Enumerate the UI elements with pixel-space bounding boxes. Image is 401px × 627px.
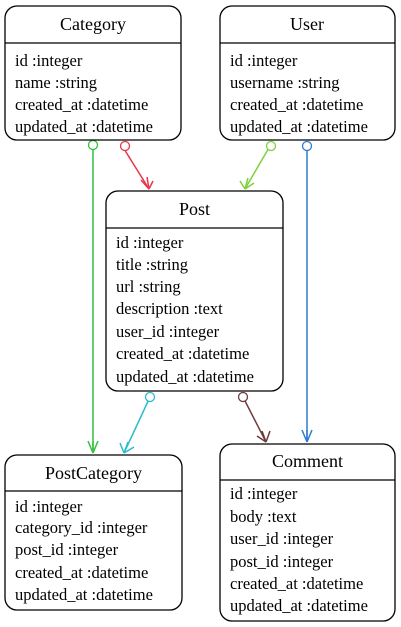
edge-category-post-line xyxy=(120,143,150,190)
entity-comment: Comment id :integer body :text user_id :… xyxy=(219,443,396,622)
entity-postcategory-attr: post_id :integer xyxy=(15,540,119,559)
entity-comment-attr: post_id :integer xyxy=(230,552,334,571)
entity-post-attr: created_at :datetime xyxy=(116,344,249,363)
entity-category: Category id :integer name :string create… xyxy=(4,5,182,141)
edge-user-comment-zero-marker xyxy=(301,140,313,152)
edge-user-comment-many-marker xyxy=(301,429,313,443)
entity-category-box xyxy=(4,5,182,141)
entity-post-box xyxy=(105,190,284,392)
entity-comment-attr: body :text xyxy=(230,507,297,526)
edge-post-comment-zero-marker xyxy=(237,391,249,403)
entity-post-attr: description :text xyxy=(116,299,223,318)
entity-category-attr: name :string xyxy=(15,73,97,92)
edge-post-postcategory xyxy=(119,391,156,454)
edge-user-comment xyxy=(301,140,313,443)
entity-user-box xyxy=(219,5,396,141)
entity-user: User id :integer username :string create… xyxy=(219,5,396,141)
entity-user-attr: id :integer xyxy=(230,51,298,70)
entity-post-attr: id :integer xyxy=(116,233,184,252)
edge-user-post-zero-marker xyxy=(265,140,277,152)
entity-postcategory: PostCategory id :integer category_id :in… xyxy=(4,454,183,611)
entity-category-attr: created_at :datetime xyxy=(15,95,148,114)
entity-post-attr: user_id :integer xyxy=(116,322,220,341)
edge-user-post xyxy=(239,140,277,190)
entity-postcategory-attr: updated_at :datetime xyxy=(15,585,153,604)
entity-comment-title: Comment xyxy=(272,451,343,471)
entity-category-attr: updated_at :datetime xyxy=(15,117,153,136)
edge-category-post xyxy=(119,140,154,190)
entity-post-attr: url :string xyxy=(116,277,181,296)
entity-postcategory-title: PostCategory xyxy=(45,463,142,483)
entity-postcategory-attr: id :integer xyxy=(15,497,83,516)
entity-postcategory-box xyxy=(4,454,183,611)
entity-comment-attr: updated_at :datetime xyxy=(230,596,368,615)
entity-post-attr: title :string xyxy=(116,255,188,274)
edge-user-post-line xyxy=(244,145,271,190)
entity-user-attr: created_at :datetime xyxy=(230,95,363,114)
edge-post-postcategory-many-marker xyxy=(119,441,135,454)
edge-post-comment-line xyxy=(242,396,267,443)
entity-user-attr: updated_at :datetime xyxy=(230,117,368,136)
entity-comment-box xyxy=(219,443,396,622)
edge-user-post-many-marker xyxy=(239,177,255,190)
edge-category-post-many-marker xyxy=(140,176,154,190)
edge-category-postcategory-many-marker xyxy=(87,440,99,454)
edge-category-postcategory-zero-marker xyxy=(87,139,99,151)
entity-comment-attr: user_id :integer xyxy=(230,529,334,548)
entity-comment-attr: id :integer xyxy=(230,484,298,503)
entity-user-title: User xyxy=(290,14,324,34)
edge-category-postcategory xyxy=(87,139,99,454)
edge-post-postcategory-zero-marker xyxy=(144,391,156,403)
entity-user-attr: username :string xyxy=(230,73,340,92)
entity-comment-attr: created_at :datetime xyxy=(230,574,363,593)
edge-post-comment xyxy=(237,391,271,443)
edge-post-comment-many-marker xyxy=(256,430,271,443)
edge-post-postcategory-line xyxy=(123,396,151,454)
entity-post-attr: updated_at :datetime xyxy=(116,367,254,386)
entity-category-title: Category xyxy=(60,14,126,34)
entity-postcategory-attr: category_id :integer xyxy=(15,518,148,537)
entity-postcategory-attr: created_at :datetime xyxy=(15,563,148,582)
entity-post-title: Post xyxy=(179,199,210,219)
edge-category-post-zero-marker xyxy=(119,140,131,152)
entity-post: Post id :integer title :string url :stri… xyxy=(105,190,284,392)
entity-category-attr: id :integer xyxy=(15,51,83,70)
